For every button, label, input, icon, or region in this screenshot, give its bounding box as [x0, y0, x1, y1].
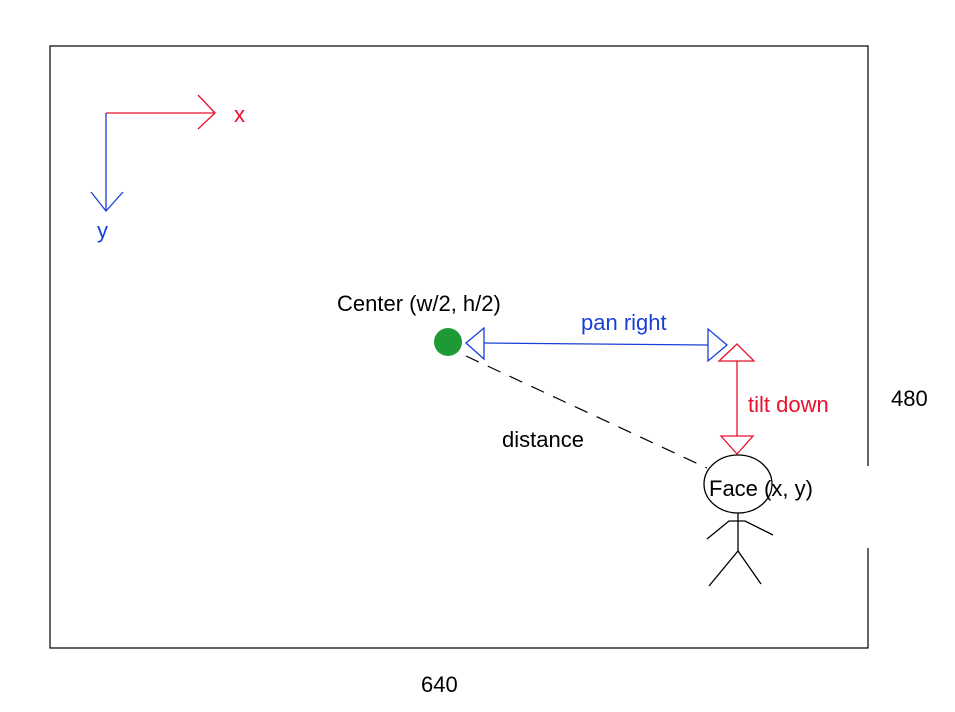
pan-right-arrow	[465, 326, 729, 363]
y-axis-label: y	[97, 218, 108, 243]
tilt-down-label: tilt down	[748, 392, 829, 417]
pan-label-bg	[580, 308, 688, 336]
frame-width-label: 640	[421, 672, 458, 697]
face-stick-figure	[703, 454, 774, 587]
distance-label: distance	[502, 427, 584, 452]
center-label: Center (w/2, h/2)	[337, 291, 501, 316]
distance-line	[465, 355, 708, 469]
face-label: Face (x, y)	[709, 476, 813, 501]
y-axis-arrow	[90, 113, 124, 213]
center-dot	[434, 328, 462, 356]
x-axis-arrow	[106, 94, 216, 130]
x-axis-label: x	[234, 102, 245, 127]
pan-right-label: pan right	[581, 310, 667, 335]
camera-frame-border	[49, 45, 869, 649]
tilt-down-arrow	[717, 343, 756, 455]
frame-height-label: 480	[891, 386, 928, 411]
